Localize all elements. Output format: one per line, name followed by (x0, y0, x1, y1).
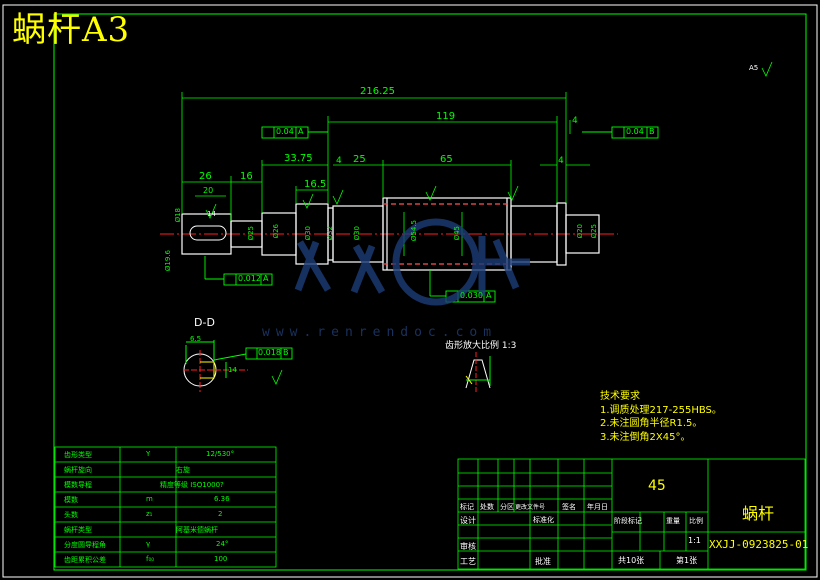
row-approve: 批准 (535, 557, 551, 566)
dimension-lines (181, 92, 590, 256)
param-symbol: m (146, 495, 153, 503)
tol-c-datum: A (263, 274, 269, 283)
dim-16-5: 16.5 (304, 179, 327, 190)
tol-d-datum: A (486, 291, 492, 300)
rev-header: 处数 (480, 503, 494, 511)
tooth-detail (465, 352, 491, 394)
dia-left-end: Ø19.6 (164, 250, 172, 272)
dim-119: 119 (436, 111, 456, 122)
param-name: 齿距累积公差 (64, 556, 106, 564)
tol-b-datum: B (649, 127, 655, 136)
tolerance-frames (204, 126, 659, 360)
key-label: 14 (207, 210, 216, 218)
roughness-note: A5 (749, 64, 759, 72)
drawing-number: XXJJ-0923825-01 (709, 538, 809, 551)
dd-dim1: 6.5 (190, 335, 202, 343)
params-table-grid (54, 446, 277, 568)
tech-heading: 技术要求 (600, 391, 640, 402)
param-name: 蜗杆旋向 (64, 466, 92, 474)
dim-33-75: 33.75 (284, 153, 313, 164)
param-symbol: f₀₀ (146, 555, 155, 563)
dim-26: 26 (199, 171, 212, 182)
tech-item-2: 2.未注圆角半径R1.5。 (600, 418, 703, 429)
param-value: 右旋 (176, 466, 190, 474)
sheet-title: 蜗杆A3 (12, 10, 131, 50)
param-symbol: γ (146, 540, 151, 548)
rev-header: 分区 (500, 503, 514, 511)
inner-border (53, 13, 807, 571)
dia-right: Ø20 (576, 224, 584, 239)
tol-c-value: 0.012 (238, 274, 261, 283)
row-process: 工艺 (460, 557, 476, 566)
dia-right2: Ø25 (590, 224, 598, 239)
material: 45 (648, 478, 666, 494)
param-name: 蜗杆类型 (64, 526, 92, 534)
param-value: 阿基米德蜗杆 (176, 526, 218, 534)
param-value: 12/530° (206, 450, 235, 458)
param-value: 精度等级 ISO1000? (160, 481, 224, 489)
param-symbol: Y (146, 450, 151, 458)
tech-item-3: 3.未注倒角2X45°。 (600, 431, 691, 443)
dia-root: Ø45 (453, 226, 461, 241)
rev-header: 签名 (562, 503, 576, 511)
tol-dd-value: 0.018 (258, 348, 281, 357)
dd-dim2: 14 (228, 366, 237, 374)
dim-4c: 4 (572, 116, 578, 126)
param-name: 头数 (64, 511, 78, 519)
param-name: 齿形类型 (64, 451, 92, 459)
dia-b: Ø26 (272, 224, 280, 239)
tol-a-datum: A (298, 127, 304, 136)
watermark-text: www.renrendoc.com (262, 325, 498, 340)
dia-left: Ø18 (174, 208, 182, 223)
row-check: 审核 (460, 542, 476, 551)
dia-c: Ø30 (304, 226, 312, 241)
scale: 1:1 (688, 536, 701, 545)
title-block-grid (457, 458, 806, 570)
dia-d: Ø32 (326, 226, 334, 241)
keyway (189, 225, 227, 241)
tol-a-value: 0.04 (276, 127, 294, 136)
sheet-total: 共10张 (618, 556, 645, 565)
tech-requirements: 技术要求 1.调质处理217-255HBS。 2.未注圆角半径R1.5。 3.未… (600, 390, 722, 444)
param-name: 分度圆导程角 (64, 541, 106, 549)
tech-item-1: 1.调质处理217-255HBS。 (600, 404, 722, 416)
rev-header: 标记 (460, 503, 474, 511)
part-name: 蜗杆 (742, 504, 775, 523)
param-name: 模数 (64, 496, 78, 504)
dim-overall-length: 216.25 (360, 86, 395, 97)
stage-header: 阶段标记 (614, 517, 642, 525)
dim-25: 25 (353, 154, 366, 165)
param-value: 2 (218, 510, 223, 518)
sheet-no: 第1张 (676, 556, 698, 565)
dim-16: 16 (240, 171, 253, 182)
dd-section (183, 340, 248, 392)
detail-label: 齿形放大比例 1:3 (445, 341, 517, 351)
dim-4a: 4 (558, 156, 564, 166)
section-label: D-D (194, 316, 215, 329)
row-standard: 标准化 (533, 516, 554, 524)
outer-frame (2, 4, 818, 578)
dim-4b: 4 (336, 156, 342, 166)
tol-d-value: 0.030 (460, 291, 483, 300)
dia-a: Ø25 (247, 226, 255, 241)
tol-b-value: 0.04 (626, 127, 644, 136)
watermark-logo (294, 218, 530, 306)
tol-dd-datum: B (283, 348, 289, 357)
rev-header: 更改文件号 (515, 504, 546, 511)
param-value: 24° (216, 540, 229, 548)
row-design: 设计 (460, 516, 476, 525)
param-value: 6.36 (214, 495, 230, 503)
dim-20: 20 (203, 186, 214, 195)
param-name: 模数导程 (64, 481, 92, 489)
param-value: 100 (214, 555, 228, 563)
stage-header: 比例 (689, 517, 703, 525)
dim-65: 65 (440, 154, 453, 165)
stage-header: 重量 (666, 517, 680, 525)
roughness-marks (205, 61, 773, 385)
dia-worm: Ø54.5 (410, 220, 418, 242)
dia-e: Ø30 (353, 226, 361, 241)
param-symbol: z₁ (146, 510, 153, 518)
rev-header: 年月日 (587, 503, 608, 511)
